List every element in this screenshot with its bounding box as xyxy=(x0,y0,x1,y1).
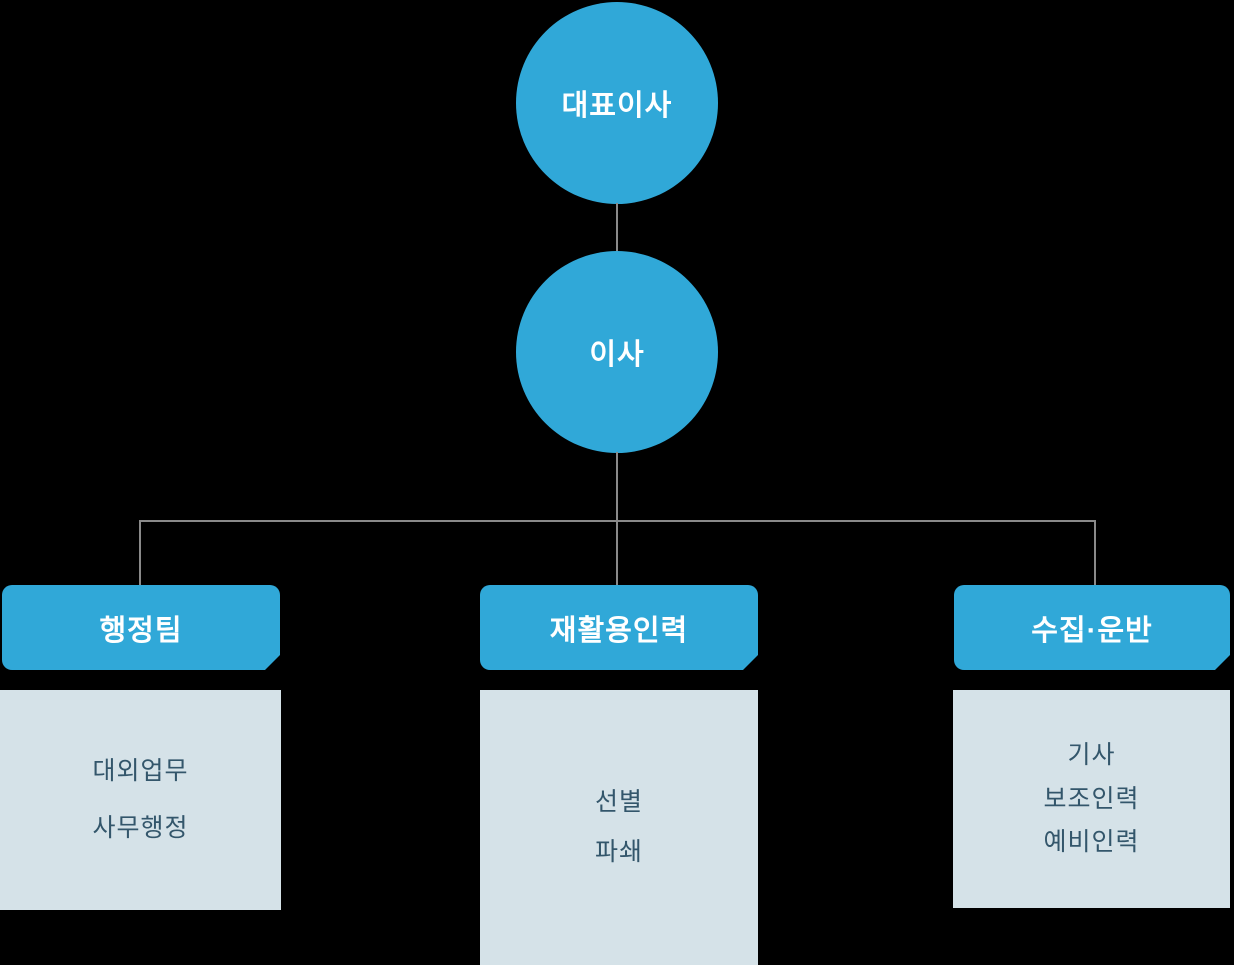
dept-collection-title: 수집·운반 xyxy=(1031,614,1153,647)
connector-drop-recycling xyxy=(616,521,618,586)
dept-panel-recycling: 선별 파쇄 xyxy=(480,690,758,965)
dept-recycling-member: 파쇄 xyxy=(594,838,643,866)
dept-admin-member: 사무행정 xyxy=(92,814,189,842)
dept-collection-member: 기사 xyxy=(1067,740,1116,769)
org-node-ceo: 대표이사 xyxy=(516,2,718,204)
connector-drop-collection xyxy=(1094,521,1096,586)
ceo-label: 대표이사 xyxy=(561,90,673,122)
connector-drop-admin xyxy=(139,521,141,586)
connector-ceo-director xyxy=(616,203,618,252)
dept-recycling-member: 선별 xyxy=(594,788,643,817)
dept-panel-collection: 기사 보조인력 예비인력 xyxy=(953,690,1230,908)
dept-admin-member: 대외업무 xyxy=(92,757,189,786)
dept-collection-member: 보조인력 xyxy=(1043,784,1140,813)
dept-header-recycling: 재활용인력 xyxy=(480,585,758,670)
dept-collection-member: 예비인력 xyxy=(1043,828,1140,857)
dept-recycling-title: 재활용인력 xyxy=(549,614,689,647)
director-label: 이사 xyxy=(589,339,645,371)
dept-header-admin: 행정팀 xyxy=(2,585,280,670)
connector-director-rail xyxy=(616,452,618,521)
dept-panel-admin: 대외업무 사무행정 xyxy=(0,690,281,910)
org-node-director: 이사 xyxy=(516,251,718,453)
dept-admin-title: 행정팀 xyxy=(99,614,183,647)
dept-header-collection: 수집·운반 xyxy=(954,585,1230,670)
